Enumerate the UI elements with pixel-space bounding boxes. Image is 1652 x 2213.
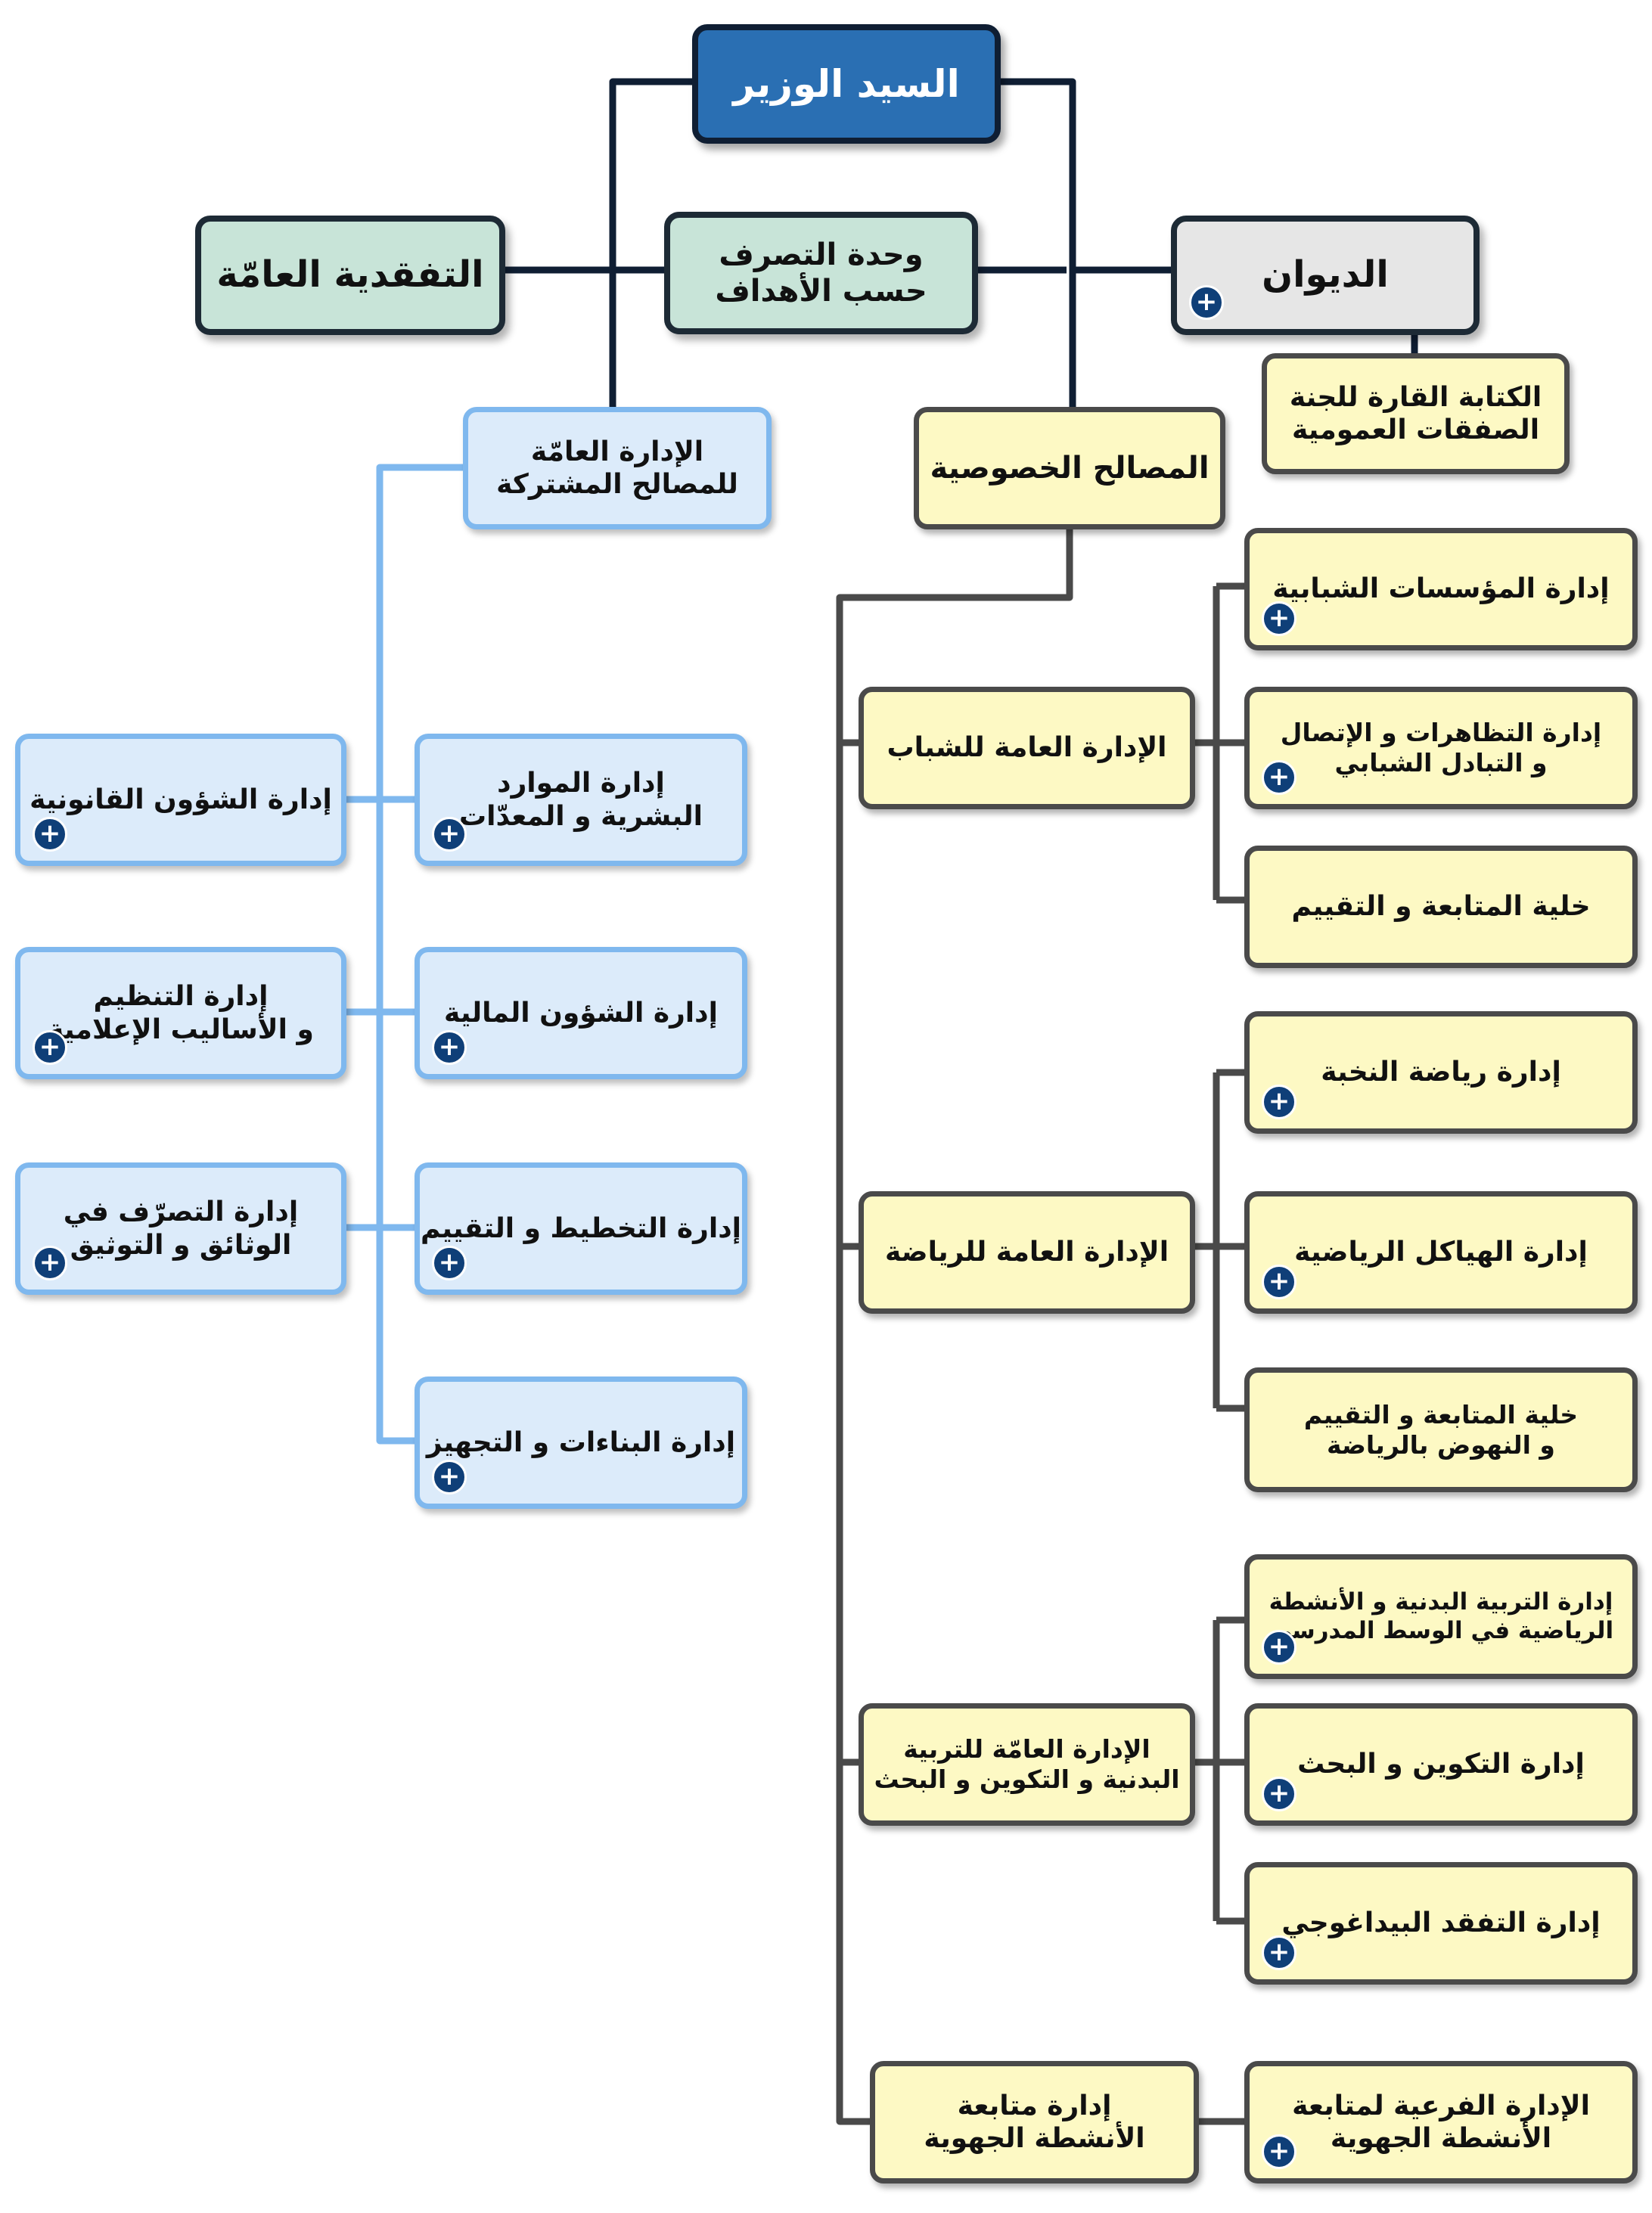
pedagogical-inspection-label: إدارة التفقد البيداغوجي — [1281, 1907, 1601, 1939]
common-services-label: الإدارة العامّة للمصالح المشتركة — [496, 436, 738, 500]
plus-circle-icon[interactable]: + — [33, 817, 67, 852]
cabinet-label: الديوان — [1262, 253, 1389, 296]
specific-services-box[interactable]: المصالح الخصوصية — [914, 407, 1225, 529]
cabinet-box[interactable]: الديوان + — [1171, 216, 1480, 335]
hr-equipment-label: إدارة الموارد البشرية و المعدّات — [459, 768, 703, 832]
general-inspection-box[interactable]: التفقدية العامّة — [195, 216, 505, 335]
elite-sport-box[interactable]: إدارة رياضة النخبة + — [1244, 1011, 1638, 1134]
plus-circle-icon[interactable]: + — [432, 1460, 467, 1494]
financial-affairs-box[interactable]: إدارة الشؤون المالية + — [415, 947, 747, 1079]
plus-circle-icon[interactable]: + — [1262, 1935, 1296, 1970]
school-physical-education-label: إدارة التربية البدنية و الأنشطة الرياضية… — [1268, 1588, 1614, 1644]
plus-circle-icon[interactable]: + — [432, 1246, 467, 1280]
plus-circle-icon[interactable]: + — [1189, 285, 1224, 320]
training-research-label: إدارة التكوين و البحث — [1297, 1749, 1585, 1780]
physical-education-directorate-box[interactable]: الإدارة العامّة للتربية البدنية و التكوي… — [859, 1703, 1195, 1826]
plus-circle-icon[interactable]: + — [33, 1246, 67, 1280]
youth-institutions-box[interactable]: إدارة المؤسسات الشبابية + — [1244, 528, 1638, 650]
documents-management-box[interactable]: إدارة التصرّف في الوثائق و التوثيق + — [15, 1162, 346, 1295]
sport-monitoring-cell-box[interactable]: خلية المتابعة و التقييم و النهوض بالرياض… — [1244, 1367, 1638, 1492]
sport-directorate-box[interactable]: الإدارة العامة للرياضة — [859, 1191, 1195, 1314]
plus-circle-icon[interactable]: + — [432, 1030, 467, 1065]
pedagogical-inspection-box[interactable]: إدارة التفقد البيداغوجي + — [1244, 1862, 1638, 1985]
objectives-unit-label: وحدة التصرف حسب الأهداف — [715, 237, 927, 309]
training-research-box[interactable]: إدارة التكوين و البحث + — [1244, 1703, 1638, 1826]
plus-circle-icon[interactable]: + — [33, 1030, 67, 1065]
elite-sport-label: إدارة رياضة النخبة — [1321, 1057, 1561, 1088]
organization-methods-box[interactable]: إدارة التنظيم و الأساليب الإعلامية + — [15, 947, 346, 1079]
documents-management-label: إدارة التصرّف في الوثائق و التوثيق — [63, 1197, 299, 1261]
sport-directorate-label: الإدارة العامة للرياضة — [884, 1237, 1169, 1268]
plus-circle-icon[interactable]: + — [1262, 1265, 1296, 1299]
minister-label: السيد الوزير — [733, 62, 960, 106]
plus-circle-icon[interactable]: + — [1262, 601, 1296, 636]
regional-activities-subdirectorate-label: الإدارة الفرعية لمتابعة الأنشطة الجهوية — [1292, 2090, 1590, 2154]
plus-circle-icon[interactable]: + — [1262, 760, 1296, 795]
sport-structures-label: إدارة الهياكل الرياضية — [1294, 1237, 1588, 1268]
procurement-secretariat-box[interactable]: الكتابة القارة للجنة الصفقات العمومية — [1262, 353, 1570, 474]
specific-services-label: المصالح الخصوصية — [930, 451, 1210, 486]
physical-education-directorate-label: الإدارة العامّة للتربية البدنية و التكوي… — [874, 1734, 1180, 1794]
planning-evaluation-label: إدارة التخطيط و التقييم — [421, 1212, 742, 1244]
minister-box[interactable]: السيد الوزير — [692, 24, 1001, 144]
objectives-unit-box[interactable]: وحدة التصرف حسب الأهداف — [664, 212, 978, 334]
planning-evaluation-box[interactable]: إدارة التخطيط و التقييم + — [415, 1162, 747, 1295]
legal-affairs-box[interactable]: إدارة الشؤون القانونية + — [15, 734, 346, 866]
school-physical-education-box[interactable]: إدارة التربية البدنية و الأنشطة الرياضية… — [1244, 1554, 1638, 1679]
regional-activities-directorate-box[interactable]: إدارة متابعة الأنشطة الجهوية — [870, 2061, 1199, 2184]
common-services-box[interactable]: الإدارة العامّة للمصالح المشتركة — [463, 407, 772, 529]
youth-events-communication-label: إدارة التظاهرات و الإتصال و التبادل الشب… — [1280, 718, 1602, 777]
regional-activities-subdirectorate-box[interactable]: الإدارة الفرعية لمتابعة الأنشطة الجهوية … — [1244, 2061, 1638, 2184]
general-inspection-label: التفقدية العامّة — [216, 253, 484, 296]
youth-events-communication-box[interactable]: إدارة التظاهرات و الإتصال و التبادل الشب… — [1244, 687, 1638, 809]
buildings-equipment-label: إدارة البناءات و التجهيز — [426, 1426, 736, 1458]
hr-equipment-box[interactable]: إدارة الموارد البشرية و المعدّات + — [415, 734, 747, 866]
sport-structures-box[interactable]: إدارة الهياكل الرياضية + — [1244, 1191, 1638, 1314]
plus-circle-icon[interactable]: + — [1262, 1085, 1296, 1119]
regional-activities-directorate-label: إدارة متابعة الأنشطة الجهوية — [924, 2090, 1145, 2154]
plus-circle-icon[interactable]: + — [1262, 2134, 1296, 2169]
youth-monitoring-cell-box[interactable]: خلية المتابعة و التقييم — [1244, 846, 1638, 968]
youth-monitoring-cell-label: خلية المتابعة و التقييم — [1291, 891, 1591, 923]
plus-circle-icon[interactable]: + — [1262, 1630, 1296, 1665]
financial-affairs-label: إدارة الشؤون المالية — [444, 997, 718, 1029]
buildings-equipment-box[interactable]: إدارة البناءات و التجهيز + — [415, 1377, 747, 1509]
sport-monitoring-cell-label: خلية المتابعة و التقييم و النهوض بالرياض… — [1303, 1399, 1579, 1460]
legal-affairs-label: إدارة الشؤون القانونية — [30, 784, 332, 815]
plus-circle-icon[interactable]: + — [432, 817, 467, 852]
procurement-secretariat-label: الكتابة القارة للجنة الصفقات العمومية — [1289, 381, 1542, 445]
youth-directorate-box[interactable]: الإدارة العامة للشباب — [859, 687, 1195, 809]
youth-directorate-label: الإدارة العامة للشباب — [887, 732, 1167, 764]
plus-circle-icon[interactable]: + — [1262, 1777, 1296, 1811]
organization-methods-label: إدارة التنظيم و الأساليب الإعلامية — [48, 981, 314, 1045]
youth-institutions-label: إدارة المؤسسات الشبابية — [1272, 573, 1610, 605]
